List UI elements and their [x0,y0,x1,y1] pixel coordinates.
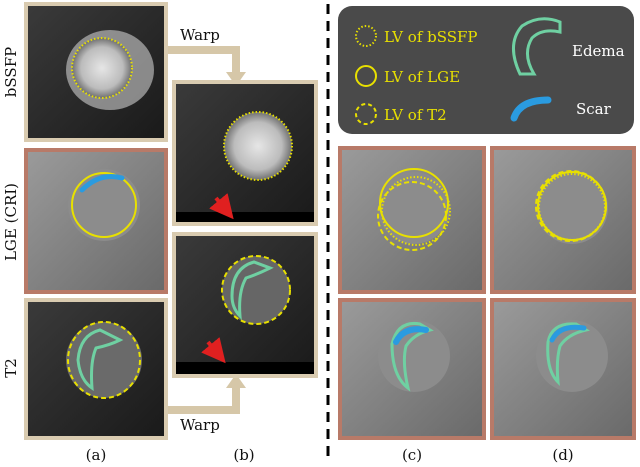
legend-swatch-t2 [355,103,377,125]
scar-contour-d [549,324,587,343]
red-arrow-b-bottom [201,337,226,364]
panel-b-bssfp [172,80,318,226]
row-label-t2: T2 [2,358,20,378]
panel-b-t2 [172,232,318,378]
legend-label-edema: Edema [572,42,625,60]
lv-contour-lge [71,172,137,238]
legend-label-lge: LV of LGE [384,68,460,86]
scar-icon [510,96,552,122]
column-label-c: (c) [402,446,422,464]
edema-icon [512,17,562,76]
lv-contour-c-lge [379,168,449,238]
column-label-b: (b) [233,446,254,464]
edema-contour-c [390,321,434,392]
legend-label-scar: Scar [576,100,612,118]
edema-contour-t2-warped [230,260,274,320]
panel-a-bssfp [24,2,168,142]
red-arrow-b-top [209,193,234,220]
column-label-a: (a) [86,446,107,464]
scar-contour-lge [79,174,125,193]
warp-arrow-top: Warp [168,26,246,86]
panel-c-bottom [338,298,486,440]
lv-contour-c-t2 [377,181,447,251]
scar-contour-c [393,326,429,345]
warp-label-top: Warp [180,26,220,44]
lv-contour-t2-warped [221,255,291,325]
lv-contour-d-t2 [535,170,607,242]
panel-d-bottom [490,298,636,440]
panel-a-t2 [24,298,168,440]
legend-swatch-bssfp [355,25,377,47]
column-label-d: (d) [552,446,573,464]
panel-d-top [490,146,636,294]
warp-arrow-bottom: Warp [168,374,246,434]
lv-contour-c-bssfp [381,176,451,246]
edema-contour-d [546,322,590,386]
legend: LV of bSSFP LV of LGE LV of T2 Edema Sca… [338,6,634,134]
legend-swatch-lge [355,65,377,87]
lv-contour-bssfp [71,37,133,99]
lv-contour-t2 [67,321,141,399]
row-label-lge: LGE (CRI) [2,183,20,261]
panel-a-lge [24,148,168,294]
panel-c-top [338,146,486,294]
row-label-bssfp: bSSFP [2,47,20,97]
legend-label-t2: LV of T2 [384,106,447,124]
lv-contour-bssfp-warped [223,111,293,181]
edema-contour-t2 [76,328,124,391]
legend-label-bssfp: LV of bSSFP [384,28,478,46]
warp-label-bottom: Warp [180,416,220,434]
